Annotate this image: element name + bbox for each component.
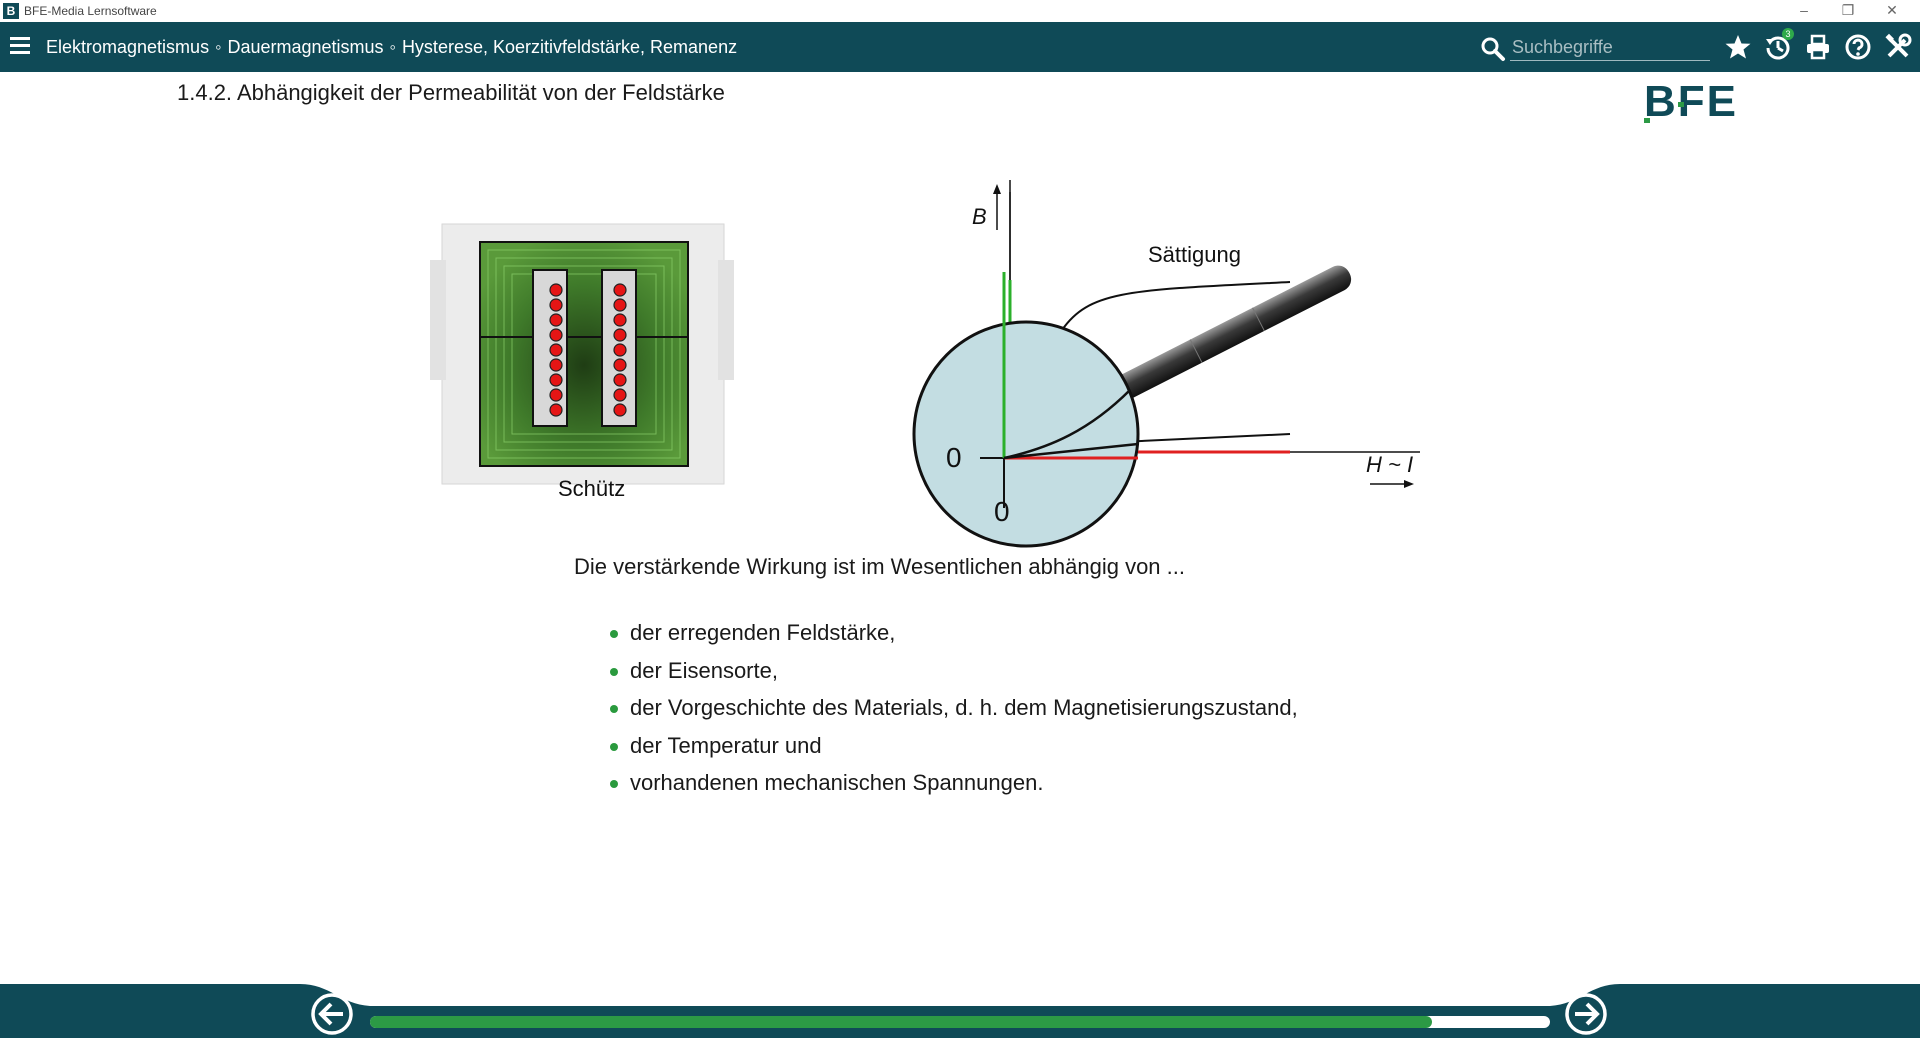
list-item: vorhandenen mechanischen Spannungen. (606, 764, 1298, 802)
list-item: der Vorgeschichte des Materials, d. h. d… (606, 689, 1298, 727)
forward-button[interactable] (1564, 992, 1608, 1036)
search-icon[interactable] (1480, 36, 1506, 62)
search-input[interactable] (1510, 34, 1710, 61)
tools-icon[interactable] (1884, 33, 1912, 61)
bullet-dot (610, 780, 618, 788)
back-button[interactable] (310, 992, 354, 1036)
bfe-logo: BFE (1644, 80, 1738, 124)
list-item: der erregenden Feldstärke, (606, 614, 1298, 652)
breadcrumb-item-1[interactable]: Elektromagnetismus (46, 37, 210, 57)
history-badge: 3 (1782, 28, 1794, 40)
bh-diagram (912, 180, 1420, 548)
help-icon[interactable] (1844, 33, 1872, 61)
progress-fill (370, 1016, 1432, 1028)
bottom-nav-bar (0, 984, 1920, 1038)
breadcrumb-separator: ◦ (215, 37, 222, 57)
bullet-dot (610, 630, 618, 638)
x-axis-label: H ~ I (1366, 452, 1414, 477)
dependency-list: der erregenden Feldstärke, der Eisensort… (606, 614, 1298, 802)
breadcrumb-item-3[interactable]: Hysterese, Koerzitivfeldstärke, Remanenz (401, 37, 738, 57)
list-item: der Temperatur und (606, 727, 1298, 765)
list-item-text: vorhandenen mechanischen Spannungen. (630, 770, 1044, 795)
window-title: BFE-Media Lernsoftware (24, 4, 157, 18)
search-box (1478, 34, 1710, 62)
print-icon[interactable] (1804, 33, 1832, 61)
intro-text: Die verstärkende Wirkung ist im Wesentli… (574, 554, 1185, 579)
figure-graphic (430, 180, 1420, 548)
close-window-button[interactable]: ✕ (1886, 2, 1898, 18)
list-item-text: der Eisensorte, (630, 657, 778, 683)
list-item-text: der erregenden Feldstärke, (630, 620, 896, 645)
window-titlebar: B BFE-Media Lernsoftware – ❐ ✕ (0, 0, 1920, 22)
breadcrumb: Elektromagnetismus◦Dauermagnetismus◦Hyst… (46, 37, 737, 58)
list-item-text: der Temperatur und (630, 732, 822, 758)
bullet-dot (610, 667, 618, 676)
bullet-dot (610, 705, 618, 713)
permeability-figure: Schütz Sättigung B H ~ I 0 0 (430, 180, 1430, 560)
minimize-button[interactable]: – (1800, 2, 1808, 18)
y-axis-label: B (972, 204, 987, 229)
page-title: 1.4.2. Abhängigkeit der Permeabilität vo… (177, 80, 725, 105)
history-icon (1766, 36, 1790, 60)
menu-icon[interactable] (10, 37, 30, 58)
progress-bar[interactable] (370, 1016, 1550, 1028)
app-icon: B (3, 3, 19, 19)
bullet-dot (610, 742, 618, 751)
origin-label: 0 (946, 442, 962, 473)
saturation-label: Sättigung (1148, 242, 1241, 267)
list-item: der Eisensorte, (606, 652, 1298, 690)
top-toolbar: Elektromagnetismus◦Dauermagnetismus◦Hyst… (0, 22, 1920, 72)
contactor-illustration (430, 223, 734, 485)
star-icon[interactable] (1724, 33, 1752, 61)
list-item-text: der Vorgeschichte des Materials, d. h. d… (630, 695, 1298, 720)
breadcrumb-item-2[interactable]: Dauermagnetismus (227, 37, 384, 57)
breadcrumb-separator: ◦ (389, 37, 396, 57)
contactor-label: Schütz (558, 476, 626, 501)
history-button[interactable]: 3 (1764, 28, 1794, 61)
restore-button[interactable]: ❐ (1841, 2, 1855, 18)
zoom-origin-label: 0 (994, 496, 1010, 527)
svg-text:BFE: BFE (1644, 80, 1738, 124)
